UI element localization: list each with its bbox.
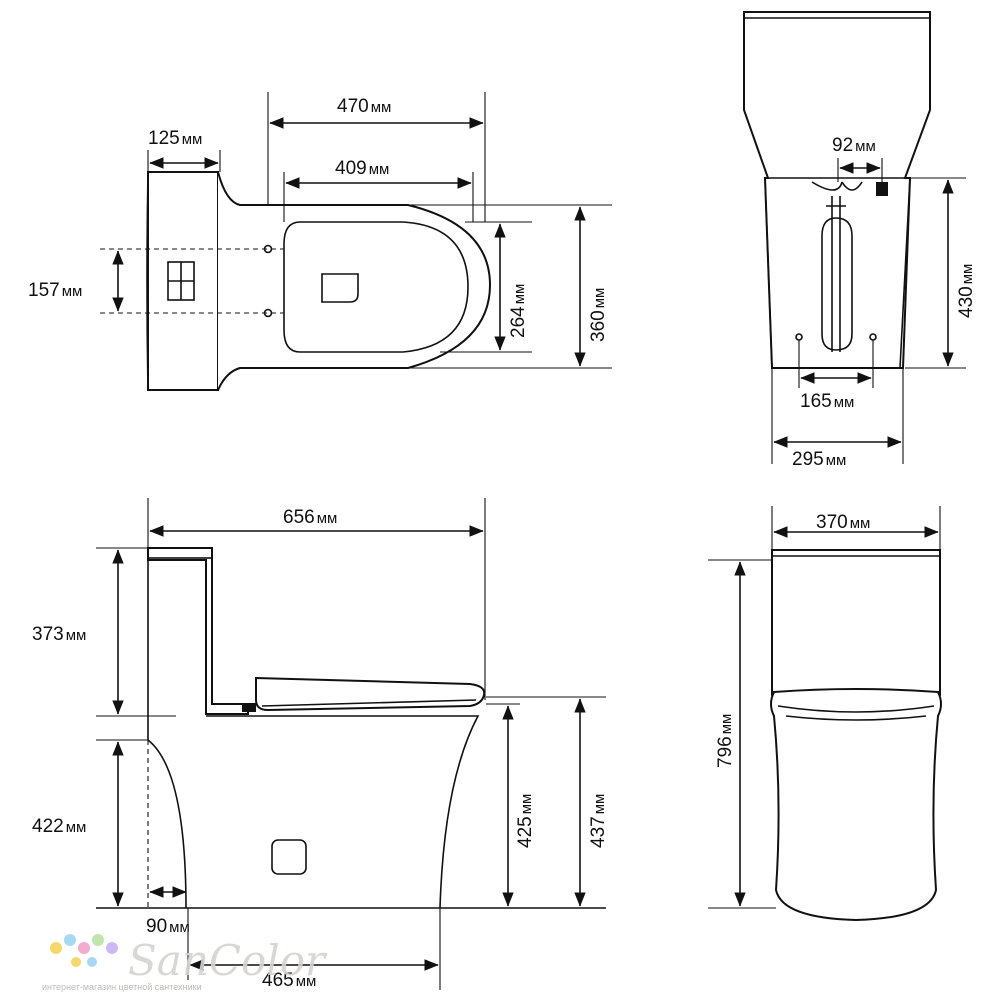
top-view-body bbox=[217, 171, 492, 391]
watermark-dot-icon bbox=[78, 942, 90, 954]
side-view-body bbox=[147, 558, 480, 909]
front-view-bowl bbox=[770, 688, 942, 922]
side-view-tank bbox=[147, 547, 249, 715]
front-view-tank bbox=[771, 549, 941, 696]
dim-bowl-height: 437мм bbox=[588, 794, 609, 848]
dim-overall-width: 360мм bbox=[588, 288, 609, 342]
top-view-seat bbox=[283, 221, 469, 353]
flush-valve bbox=[826, 196, 846, 352]
watermark-dot-icon bbox=[92, 934, 104, 946]
watermark-dot-icon bbox=[50, 942, 62, 954]
dim-total-height: 796мм bbox=[715, 714, 736, 768]
drain-access-icon bbox=[271, 839, 307, 875]
watermark-dot-icon bbox=[71, 957, 81, 967]
watermark-dot-icon bbox=[106, 942, 118, 954]
dim-outlet-height: 430мм bbox=[956, 264, 977, 318]
watermark-tagline: интернет-магазин цветной сантехники bbox=[42, 982, 202, 992]
watermark-dot-icon bbox=[87, 957, 97, 967]
dim-seat-height: 425мм bbox=[515, 794, 536, 848]
watermark-brand: SanColor bbox=[128, 936, 328, 985]
inlet-valve-icon bbox=[876, 182, 888, 196]
dim-seat-width: 264мм bbox=[508, 284, 529, 338]
watermark-dot-icon bbox=[64, 934, 76, 946]
seat-handle-icon bbox=[321, 273, 359, 303]
watermark: SanColor интернет-магазин цветной сантех… bbox=[42, 934, 328, 992]
